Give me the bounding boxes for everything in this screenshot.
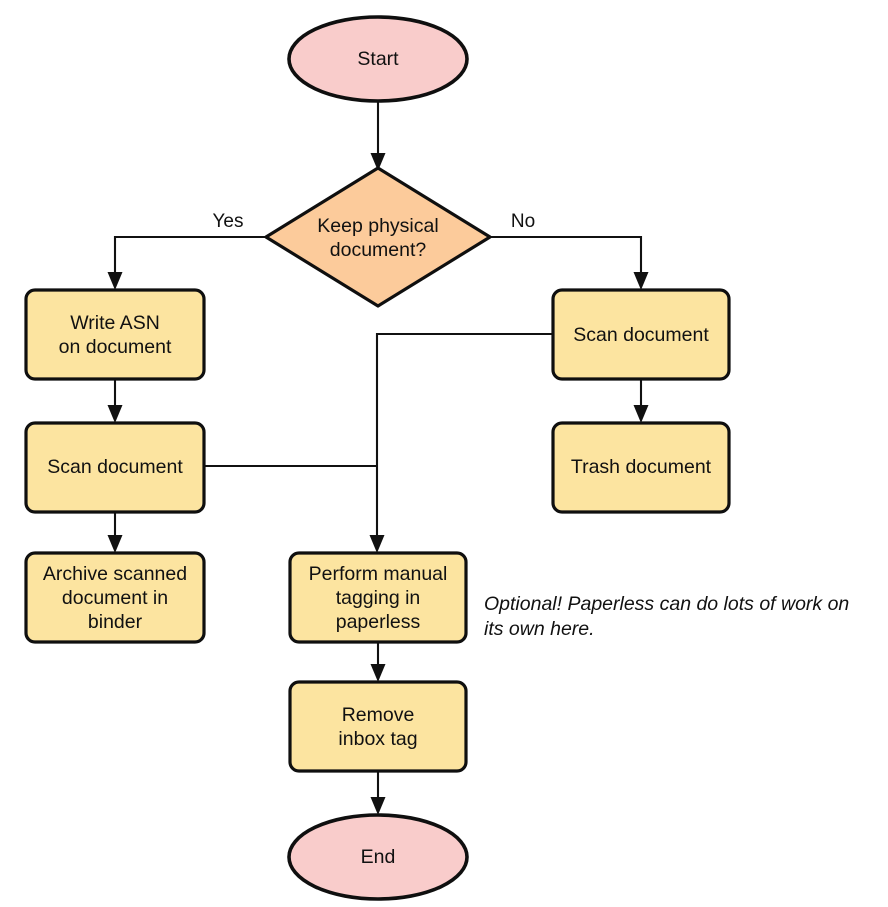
node-scan-document-left-shape[interactable]	[24, 421, 206, 514]
node-start-shape[interactable]	[287, 15, 469, 103]
edge-decision-no-to-scan-right	[490, 235, 649, 290]
annotation-line2: its own here.	[484, 618, 595, 640]
node-scan-document-left-label: Scan document	[47, 456, 183, 478]
edge-write-asn-to-scan-left	[107, 379, 123, 423]
node-write-asn-label-line2: on document	[59, 336, 172, 358]
node-scan-document-left[interactable]: Scan document	[24, 421, 206, 514]
node-decision-label-line1: Keep physical	[317, 215, 438, 237]
edge-remove-inbox-to-end	[370, 770, 386, 815]
node-write-asn-shape[interactable]	[24, 288, 206, 381]
node-archive-binder-label-line1: Archive scanned	[43, 563, 187, 585]
node-end-label: End	[361, 846, 396, 868]
node-end-shape[interactable]	[287, 813, 469, 901]
node-perform-manual-tagging[interactable]: Perform manual tagging in paperless	[288, 551, 468, 644]
node-start-label: Start	[357, 48, 399, 70]
annotation-optional-note: Optional! Paperless can do lots of work …	[484, 593, 849, 640]
node-trash-document[interactable]: Trash document	[551, 421, 731, 514]
node-trash-document-shape[interactable]	[551, 421, 731, 514]
node-archive-binder-label-line3: binder	[88, 611, 143, 633]
edge-start-to-decision	[370, 101, 386, 171]
node-decision-keep-physical-document[interactable]: Keep physical document?	[264, 166, 492, 308]
node-perform-manual-tagging-label-line3: paperless	[336, 611, 421, 633]
edge-scan-left-to-archive	[107, 511, 123, 553]
node-perform-manual-tagging-label-line1: Perform manual	[309, 563, 448, 585]
node-scan-document-right[interactable]: Scan document	[551, 288, 731, 381]
node-write-asn[interactable]: Write ASN on document	[24, 288, 206, 381]
node-end[interactable]: End	[287, 813, 469, 901]
node-remove-inbox-tag-shape[interactable]	[288, 680, 468, 773]
node-perform-manual-tagging-label-line2: tagging in	[336, 587, 421, 609]
node-scan-document-right-shape[interactable]	[551, 288, 731, 381]
edge-scan-right-to-tagging	[369, 332, 553, 553]
edge-scan-right-to-trash	[633, 379, 649, 423]
node-archive-binder-shape[interactable]	[24, 551, 206, 644]
node-archive-binder-label-line2: document in	[62, 587, 168, 609]
edge-label-yes: Yes	[213, 211, 244, 232]
node-perform-manual-tagging-shape[interactable]	[288, 551, 468, 644]
node-archive-binder[interactable]: Archive scanned document in binder	[24, 551, 206, 644]
node-remove-inbox-tag[interactable]: Remove inbox tag	[288, 680, 468, 773]
edge-decision-yes-to-write-asn	[107, 235, 266, 290]
node-scan-document-right-label: Scan document	[573, 324, 709, 346]
edge-tagging-to-remove-inbox	[370, 642, 386, 682]
node-remove-inbox-tag-label-line2: inbox tag	[338, 728, 417, 750]
node-decision-label-line2: document?	[330, 239, 427, 261]
annotation-line1: Optional! Paperless can do lots of work …	[484, 593, 849, 615]
node-write-asn-label-line1: Write ASN	[70, 312, 160, 334]
node-start[interactable]: Start	[287, 15, 469, 103]
node-decision-shape[interactable]	[264, 166, 492, 308]
node-remove-inbox-tag-label-line1: Remove	[342, 704, 415, 726]
edge-label-no: No	[511, 211, 535, 232]
node-trash-document-label: Trash document	[571, 456, 712, 478]
